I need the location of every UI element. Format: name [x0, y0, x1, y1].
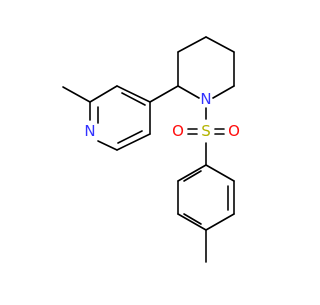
oxygen-left-label: O — [172, 122, 184, 140]
bond-pyridine — [116, 85, 151, 103]
bond-pyridine — [116, 133, 151, 151]
molecule-canvas: N N S O O — [62, 36, 240, 263]
bond-pyridine — [97, 140, 118, 151]
atom-labels: N N S O O — [84, 90, 240, 140]
pyridine-nitrogen-label: N — [84, 122, 95, 140]
bond-pyridine-piperidine — [149, 85, 179, 103]
bond-tolyl — [205, 164, 235, 182]
bond-tolyl — [177, 164, 207, 182]
bond-tolyl-double — [183, 213, 202, 225]
sulfur-label: S — [201, 122, 211, 140]
bond-pyridine-double — [117, 130, 143, 144]
bond-tolyl-double — [183, 170, 202, 182]
structure-drawing: N N S O O — [62, 36, 240, 263]
bonds — [62, 36, 235, 263]
bond-piperidine — [177, 36, 207, 53]
bond-tolyl — [177, 213, 207, 231]
bond-piperidine — [212, 85, 235, 99]
bond-methyl-pyridine — [62, 86, 91, 103]
bond-piperidine — [177, 85, 200, 99]
bond-piperidine — [205, 36, 235, 53]
bond-pyridine — [89, 85, 118, 103]
bond-tolyl — [205, 213, 235, 231]
oxygen-right-label: O — [228, 122, 240, 140]
bond-pyridine-double — [121, 92, 146, 106]
piperidine-nitrogen-label: N — [200, 90, 211, 108]
